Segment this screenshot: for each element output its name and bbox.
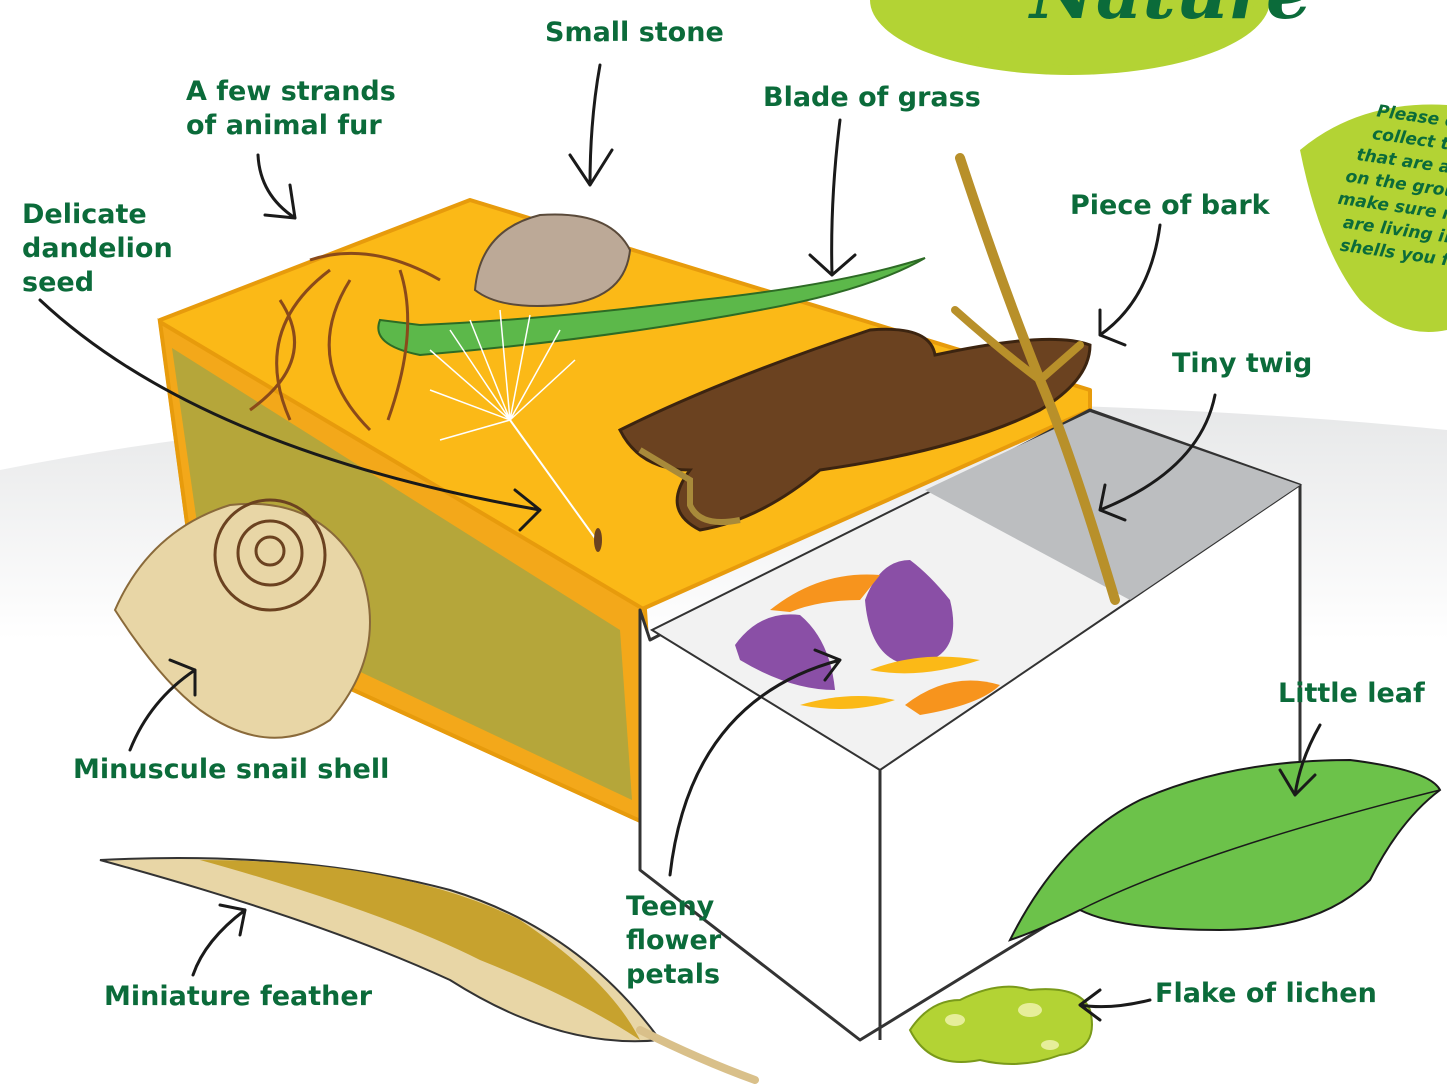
collecting-note: Please on collect thi that are alre on t… <box>1318 95 1447 278</box>
label-tiny-twig: Tiny twig <box>1172 347 1312 381</box>
label-feather: Miniature feather <box>104 980 372 1014</box>
label-flower-petals: Teeny flower petals <box>626 890 721 992</box>
arrow-stone <box>570 65 612 185</box>
arrow-grass <box>810 120 855 275</box>
label-dandelion-seed: Delicate dandelion seed <box>22 198 173 300</box>
label-piece-of-bark: Piece of bark <box>1070 189 1270 223</box>
arrow-bark <box>1100 225 1160 345</box>
label-animal-fur: A few strands of animal fur <box>186 75 396 143</box>
label-little-leaf: Little leaf <box>1278 677 1425 711</box>
label-snail-shell: Minuscule snail shell <box>73 753 389 787</box>
arrow-fur <box>258 155 295 218</box>
label-blade-of-grass: Blade of grass <box>763 81 981 115</box>
svg-text:Nature: Nature <box>1028 0 1312 35</box>
label-lichen: Flake of lichen <box>1155 977 1377 1011</box>
lichen <box>910 987 1092 1064</box>
arrow-feather <box>193 905 245 975</box>
label-small-stone: Small stone <box>545 16 724 50</box>
